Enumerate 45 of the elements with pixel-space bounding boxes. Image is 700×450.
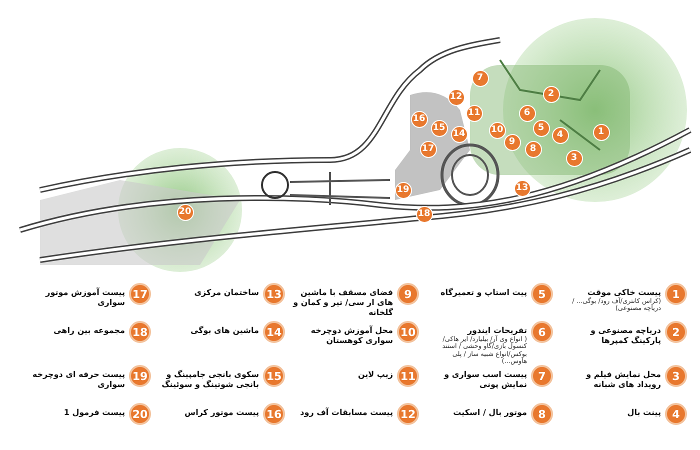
legend-text: فضای مسقف با ماشین های ار سی/ تیر و کمان و گلخانه	[293, 288, 393, 318]
legend-text: مجموعه بین راهی	[52, 326, 125, 336]
callout-number: 12	[448, 88, 464, 106]
legend-text: پیست خاکی موقت	[586, 288, 661, 297]
number-badge: 16	[263, 403, 285, 425]
number-badge: 5	[531, 283, 553, 305]
legend-text: موتور بال / اسکیت	[452, 408, 527, 418]
number-badge: 11	[397, 365, 419, 387]
number-badge: 15	[263, 365, 285, 387]
legend-text: پیست فرمول 1	[62, 408, 125, 418]
callout-number: 7	[472, 70, 488, 86]
legend-text: پیست موتور کراس	[184, 408, 259, 418]
number-badge: 2	[665, 321, 687, 343]
callout-number: 10	[488, 122, 506, 138]
legend-text: پیت استاپ و تعمیرگاه	[440, 288, 527, 298]
legend-text: محل نمایش فیلم و رویداد های شبانه	[584, 370, 661, 390]
number-badge: 14	[263, 321, 285, 343]
callout-number: 13	[514, 180, 530, 196]
legend-text: زیپ لاین	[356, 370, 393, 380]
callout-number: 11	[466, 104, 482, 122]
number-badge: 4	[665, 403, 687, 425]
legend-text: پینت بال	[626, 408, 661, 418]
number-badge: 12	[397, 403, 419, 425]
legend-text: پیست مسابقات آف رود	[299, 408, 393, 418]
legend-text: ماشین های بوگی	[189, 326, 259, 336]
number-badge: 7	[531, 365, 553, 387]
legend-text: ساختمان مرکزی	[193, 288, 259, 298]
legend-text: تفریحات ایندور	[466, 326, 527, 335]
legend-text: دریاچه مصنوعی و پارکینگ کمپرها	[589, 326, 661, 346]
number-badge: 19	[129, 365, 151, 387]
legend-text: سکوی بانجی جامپینگ و بانجی شوتینگ و سوئینگ	[160, 370, 259, 390]
number-badge: 3	[665, 365, 687, 387]
number-badge: 17	[129, 283, 151, 305]
number-badge: 9	[397, 283, 419, 305]
legend-text: محل آموزش دوچرخه سواری کوهستان	[310, 326, 393, 346]
number-badge: 1	[665, 283, 687, 305]
legend-text: پیست حرفه ای دوچرخه سواری	[31, 370, 125, 390]
number-badge: 6	[531, 321, 553, 343]
number-badge: 13	[263, 283, 285, 305]
number-badge: 8	[531, 403, 553, 425]
legend-text: پیست اسب سواری و نمایش پونی	[442, 370, 527, 390]
number-badge: 18	[129, 321, 151, 343]
number-badge: 10	[397, 321, 419, 343]
legend-text: پیست آموزش موتور سواری	[44, 288, 125, 308]
number-badge: 20	[129, 403, 151, 425]
